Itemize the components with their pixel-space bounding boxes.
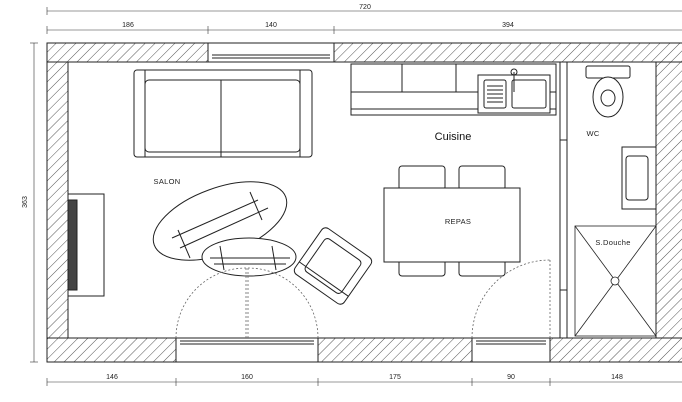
shower xyxy=(574,225,657,337)
door-swings xyxy=(175,259,551,339)
bathroom-sink xyxy=(621,146,657,210)
kitchen-sink xyxy=(477,68,551,114)
room-label-douche: S.Douche xyxy=(595,238,630,247)
dim-left-height: 363 xyxy=(22,196,29,208)
walls xyxy=(46,42,682,363)
dim-bottom-1: 146 xyxy=(106,374,118,381)
dim-bottom-4: 90 xyxy=(507,374,515,381)
dining-table xyxy=(383,165,521,277)
bathroom-partition xyxy=(559,61,568,339)
dim-bottom-3: 175 xyxy=(389,374,401,381)
dim-top-2: 140 xyxy=(265,22,277,29)
fireplace xyxy=(67,193,105,297)
armchair xyxy=(293,227,373,305)
room-label-cuisine: Cuisine xyxy=(435,131,472,143)
dimension-lines xyxy=(30,7,682,386)
dim-top-1: 186 xyxy=(122,22,134,29)
room-label-wc: WC xyxy=(586,129,599,138)
dim-bottom-2: 160 xyxy=(241,374,253,381)
coffee-tables xyxy=(152,181,297,277)
sofa xyxy=(133,69,313,158)
room-label-salon: SALON xyxy=(154,177,181,186)
dim-overall-width: 720 xyxy=(359,4,371,11)
dim-top-3: 394 xyxy=(502,22,514,29)
room-label-repas: REPAS xyxy=(445,217,471,226)
toilet xyxy=(585,65,631,118)
dim-bottom-5: 148 xyxy=(611,374,623,381)
